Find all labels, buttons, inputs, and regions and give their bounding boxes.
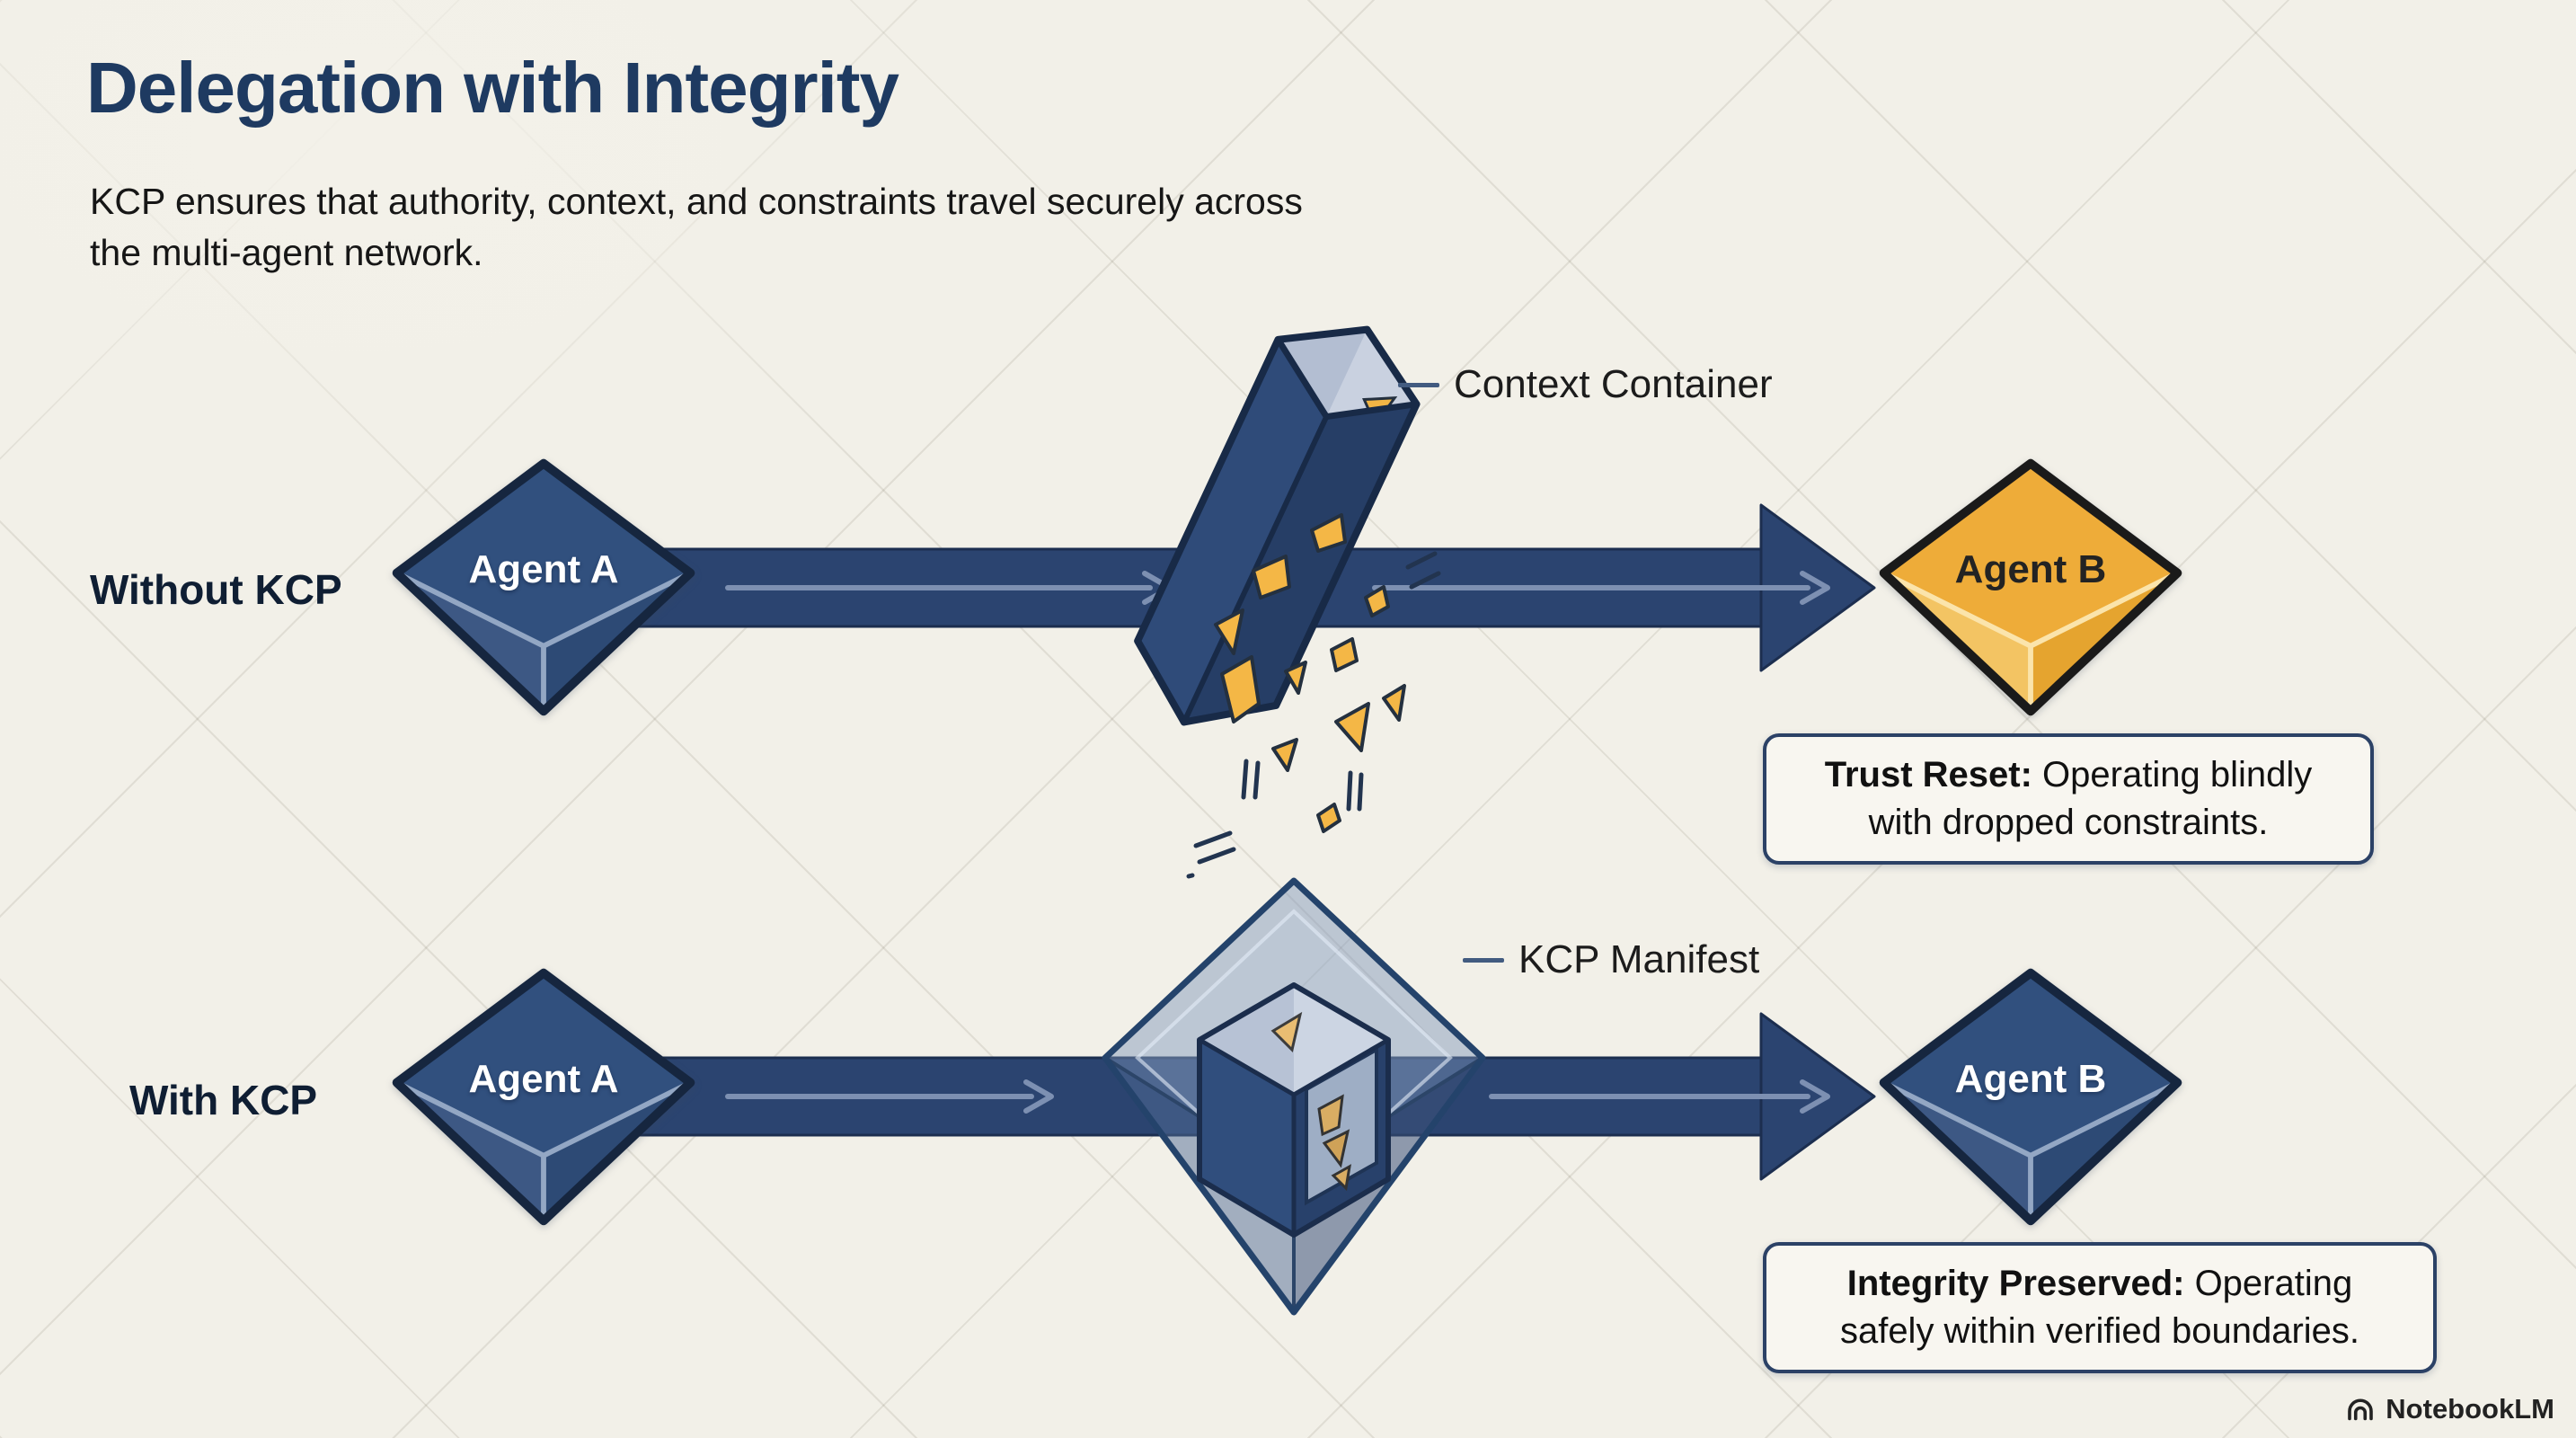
context-container-annotation: Context Container	[1398, 362, 1773, 406]
page-subtitle: KCP ensures that authority, context, and…	[90, 176, 1303, 278]
agent-a-node-without-kcp: Agent A	[386, 456, 701, 719]
subtitle-line-1: KCP ensures that authority, context, and…	[90, 181, 1303, 222]
trust-reset-callout: Trust Reset: Operating blindly with drop…	[1763, 733, 2374, 865]
kcp-manifest-annotation: KCP Manifest	[1463, 937, 1760, 981]
integrity-preserved-callout: Integrity Preserved: Operating safely wi…	[1763, 1242, 2437, 1374]
agent-a-node-with-kcp: Agent A	[386, 965, 701, 1229]
agent-gem-shape	[392, 458, 695, 716]
shard-in-opening	[1270, 1011, 1303, 1052]
cube-window	[1305, 1046, 1378, 1206]
context-container-broken-cube	[1134, 325, 1441, 879]
motion-marks	[1186, 551, 1441, 879]
row-label-with-kcp: With KCP	[129, 1077, 318, 1123]
kcp-manifest-label: KCP Manifest	[1518, 937, 1760, 981]
arrow-inner-lines	[725, 1079, 1830, 1114]
notebooklm-icon	[2348, 1398, 2374, 1421]
kcp-manifest-shell	[1102, 877, 1486, 1316]
callout-text: Operating	[2184, 1264, 2353, 1303]
row-label-without-kcp: Without KCP	[90, 566, 342, 613]
callout-line-2: with dropped constraints.	[1868, 803, 2269, 843]
agent-a-label: Agent A	[468, 547, 619, 592]
agent-gem-shape	[1879, 968, 2182, 1226]
annotation-connector-line	[1463, 957, 1504, 963]
contained-shards	[1317, 1094, 1351, 1192]
protected-inner-cube	[1197, 982, 1391, 1238]
spilled-shards	[1214, 513, 1406, 833]
callout-line-1: Integrity Preserved: Operating	[1774, 1260, 2426, 1308]
watermark-text: NotebookLM	[2386, 1393, 2554, 1425]
agent-b-node-with-kcp: Agent B	[1873, 965, 2188, 1229]
agent-gem-shape	[392, 968, 695, 1226]
annotation-connector-line	[1398, 382, 1439, 387]
agent-b-node-without-kcp: Agent B	[1873, 456, 2188, 719]
agent-gem-shape	[1879, 458, 2182, 716]
watermark: NotebookLM	[2344, 1393, 2554, 1425]
callout-emphasis: Trust Reset:	[1824, 755, 2032, 794]
subtitle-line-2: the multi-agent network.	[90, 231, 483, 273]
page-title: Delegation with Integrity	[86, 48, 899, 128]
agent-b-label: Agent B	[1954, 1057, 2107, 1102]
callout-line-1: Trust Reset: Operating blindly	[1774, 751, 2363, 799]
agent-b-label: Agent B	[1954, 547, 2107, 592]
callout-text: Operating blindly	[2032, 755, 2313, 794]
flow-arrow-without-kcp	[503, 503, 1876, 672]
agent-a-label: Agent A	[468, 1057, 619, 1102]
callout-line-2: safely within verified boundaries.	[1839, 1311, 2360, 1352]
context-container-label: Context Container	[1454, 362, 1773, 406]
tilted-open-box	[1134, 325, 1421, 726]
callout-emphasis: Integrity Preserved:	[1846, 1264, 2185, 1303]
